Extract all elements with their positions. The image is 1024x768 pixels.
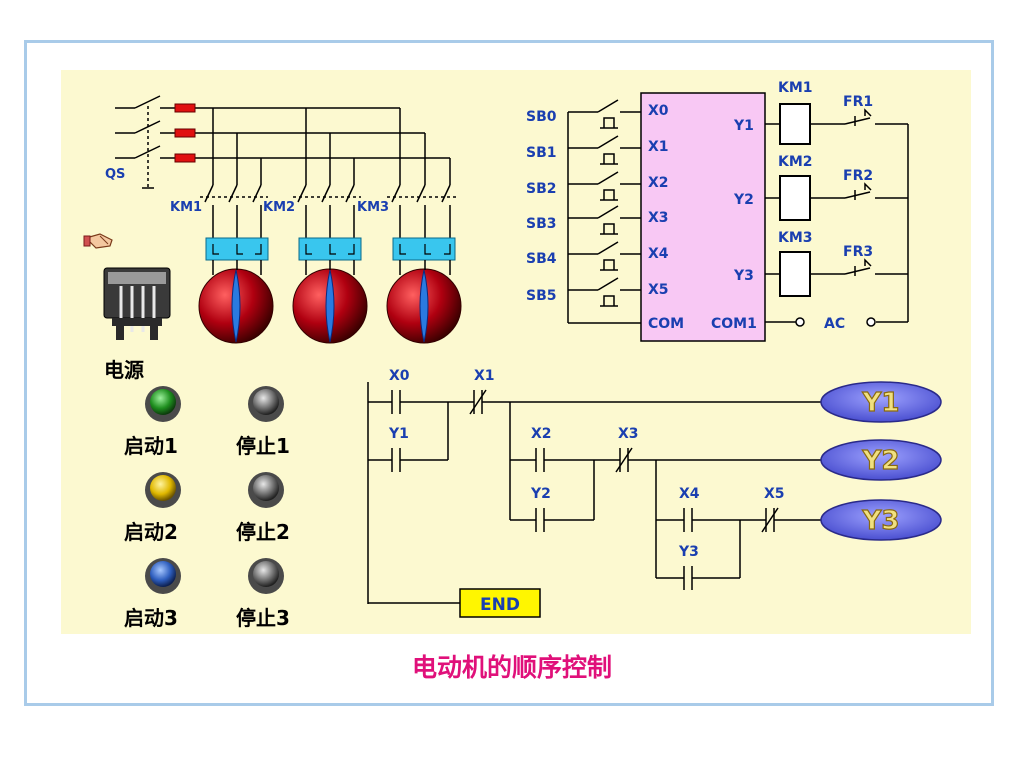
contact-y1-label: Y1 (388, 426, 409, 442)
stop-button-1[interactable] (248, 386, 284, 422)
coil-km1-label: KM1 (778, 80, 813, 96)
fr3-label: FR3 (843, 244, 873, 260)
start-label-3: 启动3 (124, 606, 178, 630)
x5-terminal: X5 (648, 282, 669, 298)
x3-terminal: X3 (648, 210, 669, 226)
motors (198, 268, 462, 344)
control-buttons (145, 386, 284, 594)
com-terminal: COM (648, 316, 684, 332)
coil-km1 (779, 103, 811, 145)
qs-label: QS (105, 167, 125, 182)
contact-x0-label: X0 (389, 368, 410, 384)
fuses (174, 103, 196, 163)
ladder-diagram (367, 382, 822, 604)
start-label-1: 启动1 (124, 434, 178, 458)
coil-km2-label: KM2 (778, 154, 813, 170)
stop-label-2: 停止2 (236, 520, 290, 544)
x2-terminal: X2 (648, 175, 669, 191)
start-button-2[interactable] (145, 472, 181, 508)
y3-terminal: Y3 (733, 268, 754, 284)
contact-y2-label: Y2 (530, 486, 551, 502)
slide-caption: 电动机的顺序控制 (411, 653, 612, 682)
plc-box (640, 92, 766, 342)
start-button-1[interactable] (145, 386, 181, 422)
contact-x5-label: X5 (764, 486, 785, 502)
sb0-label: SB0 (526, 109, 557, 125)
plc-diagram: SB0 SB1 SB2 SB3 SB4 SB5 X0 X1 X2 X3 X4 X… (526, 80, 909, 342)
output-y2-label: Y2 (862, 446, 900, 476)
pointing-hand-icon[interactable] (83, 233, 113, 249)
km1-label: KM1 (170, 200, 202, 215)
y2-terminal: Y2 (733, 192, 754, 208)
ac-label: AC (824, 316, 845, 332)
contact-y3-label: Y3 (678, 544, 699, 560)
output-y1-label: Y1 (862, 388, 900, 418)
output-coil-y3 (820, 499, 942, 541)
contact-x1-label: X1 (474, 368, 495, 384)
fr1-label: FR1 (843, 94, 873, 110)
main-power-circuit (115, 95, 457, 238)
stop-label-1: 停止1 (236, 434, 290, 458)
coil-km2 (779, 175, 811, 221)
stop-button-2[interactable] (248, 472, 284, 508)
contact-x2-label: X2 (531, 426, 552, 442)
motor-1 (198, 268, 274, 344)
fr2-label: FR2 (843, 168, 873, 184)
sb1-label: SB1 (526, 145, 557, 161)
motor-3 (386, 268, 462, 344)
km2-label: KM2 (263, 200, 295, 215)
stop-button-3[interactable] (248, 558, 284, 594)
x4-terminal: X4 (648, 246, 669, 262)
motor-2 (292, 268, 368, 344)
sb2-label: SB2 (526, 181, 557, 197)
y1-terminal: Y1 (733, 118, 754, 134)
ladder-outputs: Y1 Y2 Y3 (820, 381, 942, 541)
sb3-label: SB3 (526, 216, 557, 232)
com1-terminal: COM1 (711, 316, 757, 332)
coil-km3 (779, 251, 811, 297)
output-coil-y2 (820, 439, 942, 481)
x1-terminal: X1 (648, 139, 669, 155)
sb4-label: SB4 (526, 251, 557, 267)
x0-terminal: X0 (648, 103, 669, 119)
start-button-3[interactable] (145, 558, 181, 594)
output-coil-y1 (820, 381, 942, 423)
start-label-2: 启动2 (124, 520, 178, 544)
output-y3-label: Y3 (862, 506, 900, 536)
coil-km3-label: KM3 (778, 230, 813, 246)
power-switch-icon[interactable] (103, 267, 171, 340)
contact-x4-label: X4 (679, 486, 700, 502)
end-label: END (480, 595, 520, 615)
stop-label-3: 停止3 (236, 606, 290, 630)
contact-x3-label: X3 (618, 426, 639, 442)
end-box (459, 588, 541, 618)
power-label: 电源 (104, 358, 144, 382)
km3-label: KM3 (357, 200, 389, 215)
sb5-label: SB5 (526, 288, 557, 304)
